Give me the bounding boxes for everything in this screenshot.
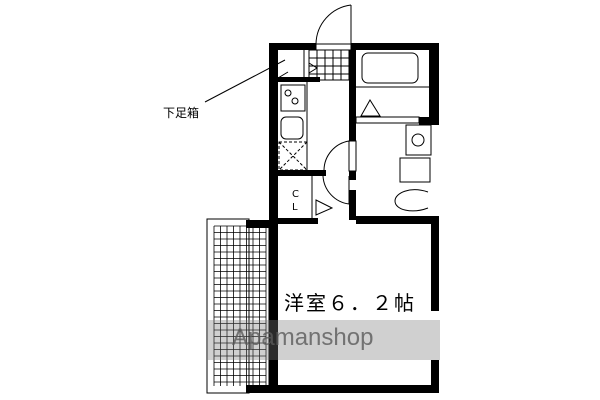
toilet-tank-icon [399, 157, 431, 183]
closet-label-c: C [292, 189, 299, 200]
toilet-icon [394, 189, 429, 212]
shoe-box-label: 下足箱 [163, 106, 200, 120]
balcony-grid [213, 225, 267, 386]
watermark-text: Apamanshop [232, 324, 374, 351]
washer-pan-icon [278, 141, 308, 171]
entrance-tile-grid [277, 49, 350, 81]
washbasin-icon [411, 133, 425, 147]
walls [246, 43, 439, 393]
stove-burner-icon [284, 89, 292, 97]
sink-icon [280, 116, 304, 140]
balcony [206, 218, 275, 394]
closet-label-l: L [292, 202, 298, 213]
kitchen [278, 82, 308, 171]
bathtub-icon [361, 52, 419, 84]
interior-doors [311, 140, 357, 218]
entrance-door [315, 4, 352, 51]
shoe-box-leader-line [204, 59, 286, 103]
vanity-triangle-icon [360, 99, 381, 117]
bathroom [355, 52, 432, 212]
watermark-band [208, 320, 440, 360]
stove-burner-icon [291, 97, 299, 105]
western-room-label: 洋室６．２帖 [284, 291, 416, 315]
